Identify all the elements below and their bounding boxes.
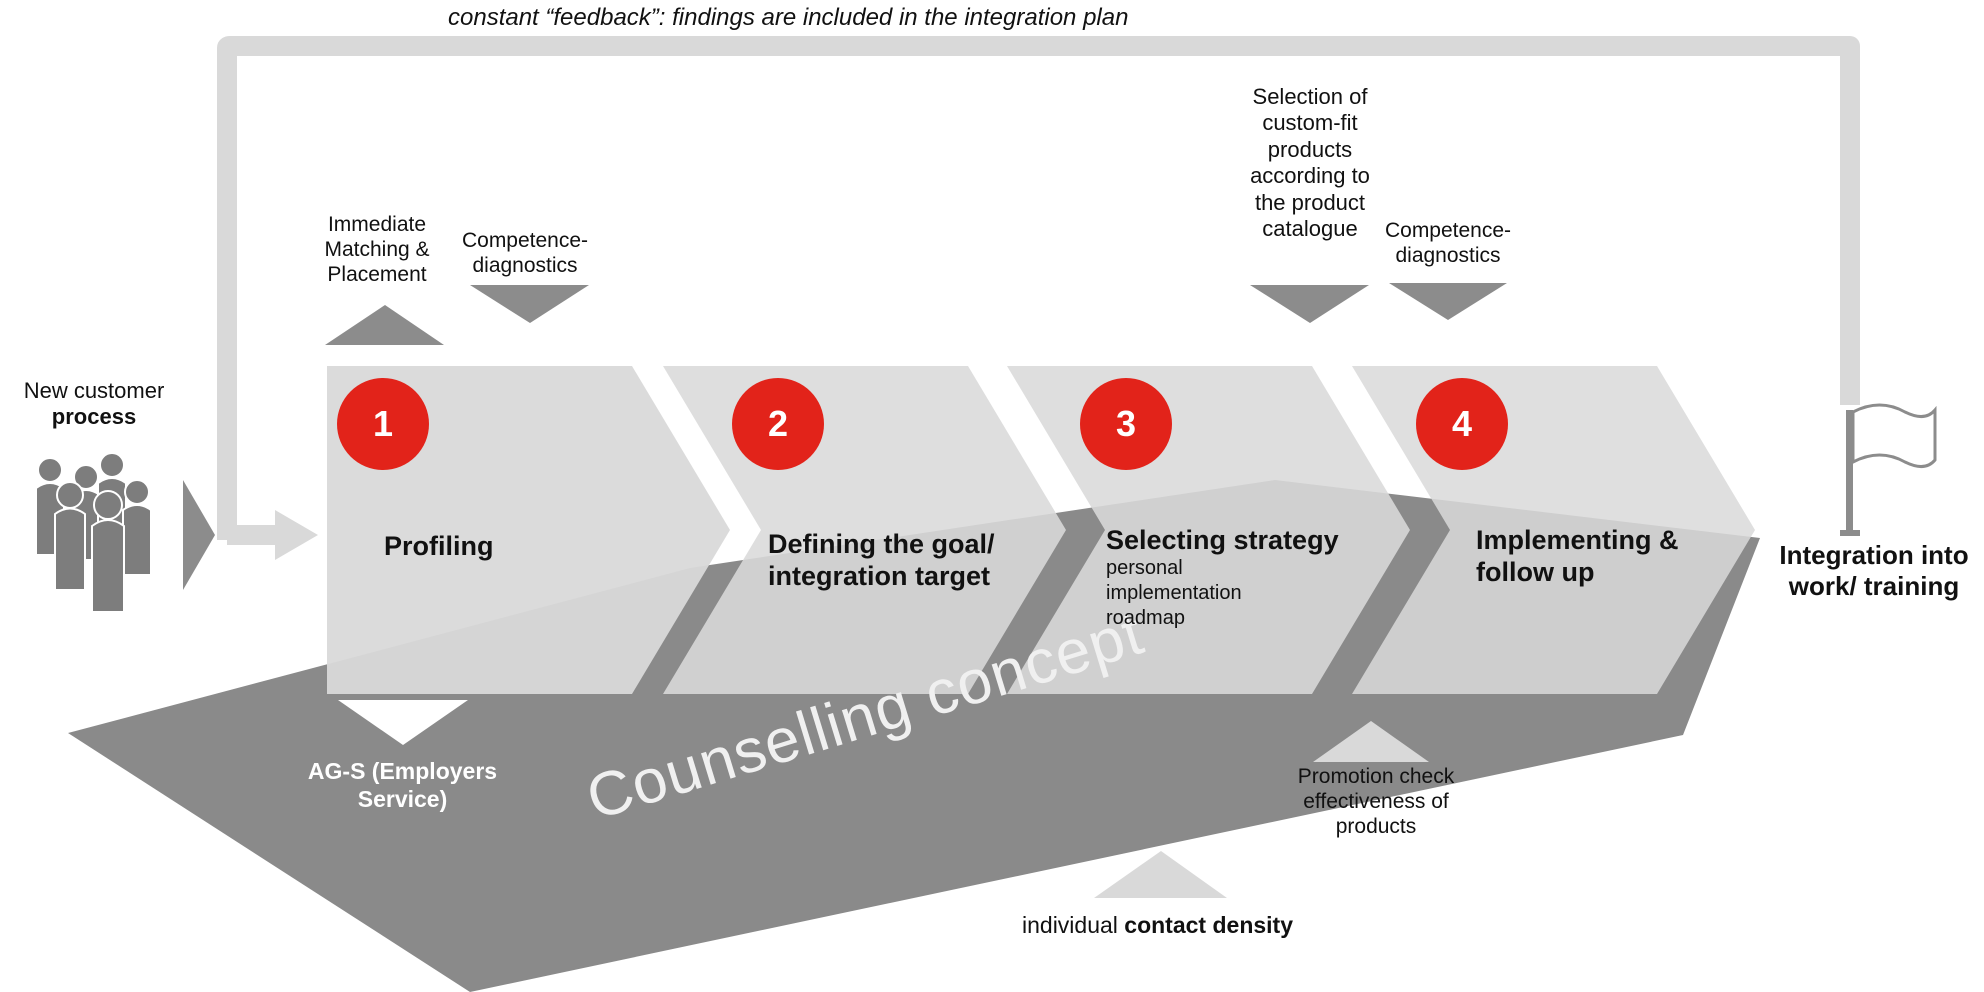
competence-diagnostics-label-2: Competence-diagnostics: [1384, 219, 1512, 268]
competence-diagnostics-label-1: Competence-diagnostics: [461, 229, 589, 278]
up-triangle-promotion-check: [1313, 721, 1429, 762]
stage-3-title: Selecting strategy: [1106, 525, 1339, 555]
entry-arrow: [183, 480, 215, 590]
stage-4-title: Implementing & follow up: [1476, 525, 1679, 588]
stage-4-number-badge: 4: [1416, 378, 1508, 470]
contact-density-label: individual contact density: [1022, 912, 1293, 940]
up-triangle-contact-density: [1094, 851, 1227, 898]
stage-3-number-badge: 3: [1080, 378, 1172, 470]
feedback-arrow-head: [227, 510, 318, 560]
stage-1-number-badge: 1: [337, 378, 429, 470]
feedback-loop-line: [217, 36, 1860, 540]
contact-density-bold: contact density: [1124, 912, 1294, 938]
flag-icon: [1840, 403, 1937, 536]
stage-1-title: Profiling: [384, 531, 494, 561]
down-triangle-competence-2: [1389, 283, 1507, 320]
new-customer-line2: process: [51, 404, 137, 430]
up-triangle-immediate-matching: [325, 305, 444, 345]
down-triangle-selection-products: [1250, 285, 1369, 323]
selection-products-label: Selection of custom-fit products accordi…: [1250, 84, 1370, 241]
integration-end-line1: Integration into: [1779, 540, 1969, 570]
stage-3-subtitle: personal implementation roadmap: [1106, 557, 1242, 630]
promotion-check-label: Promotion check effectiveness of product…: [1297, 765, 1455, 839]
immediate-matching-label: Immediate Matching & Placement: [324, 213, 430, 287]
stage-3-text: Selecting strategy personal implementati…: [1106, 524, 1356, 631]
stage-1-chevron: [327, 366, 730, 694]
employers-service-label: AG-S (Employers Service): [307, 758, 498, 812]
down-triangle-employers-service: [338, 700, 468, 745]
integration-end-line2: work/ training: [1788, 571, 1960, 602]
stage-2-number-badge: 2: [732, 378, 824, 470]
new-customer-line1: New customer: [23, 378, 165, 403]
feedback-caption: constant “feedback”: findings are includ…: [448, 4, 1129, 31]
stage-2-title: Defining the goal/ integration target: [768, 529, 995, 592]
people-icon: [35, 452, 152, 613]
new-customer-label: New customer process: [10, 378, 178, 431]
down-triangle-competence-1: [470, 285, 589, 323]
integration-end-label: Integration into work/ training: [1774, 540, 1974, 602]
contact-density-prefix: individual: [1022, 912, 1125, 938]
